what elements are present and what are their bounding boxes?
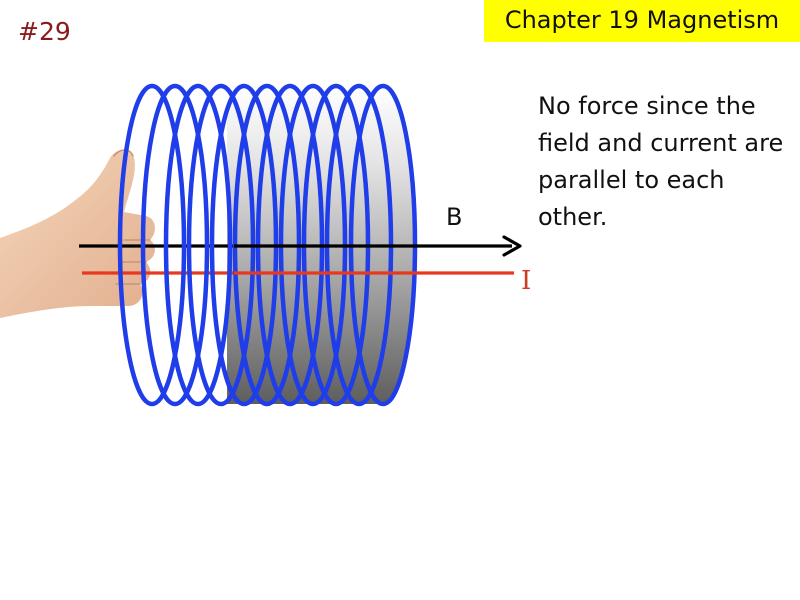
field-arrowhead [502, 235, 522, 257]
chapter-title: Chapter 19 Magnetism [504, 6, 780, 34]
thumbs-up-hand-icon [0, 149, 155, 318]
current-label: I [521, 266, 532, 296]
coil-loop [163, 83, 233, 407]
chapter-banner: Chapter 19 Magnetism [484, 0, 800, 42]
hand-palm [0, 149, 155, 318]
field-label: B [446, 203, 463, 231]
coil-loop [140, 83, 210, 407]
coil-loop [117, 83, 187, 407]
explanation-text: No force since the field and current are… [538, 92, 784, 231]
slide-number: #29 [18, 17, 71, 46]
